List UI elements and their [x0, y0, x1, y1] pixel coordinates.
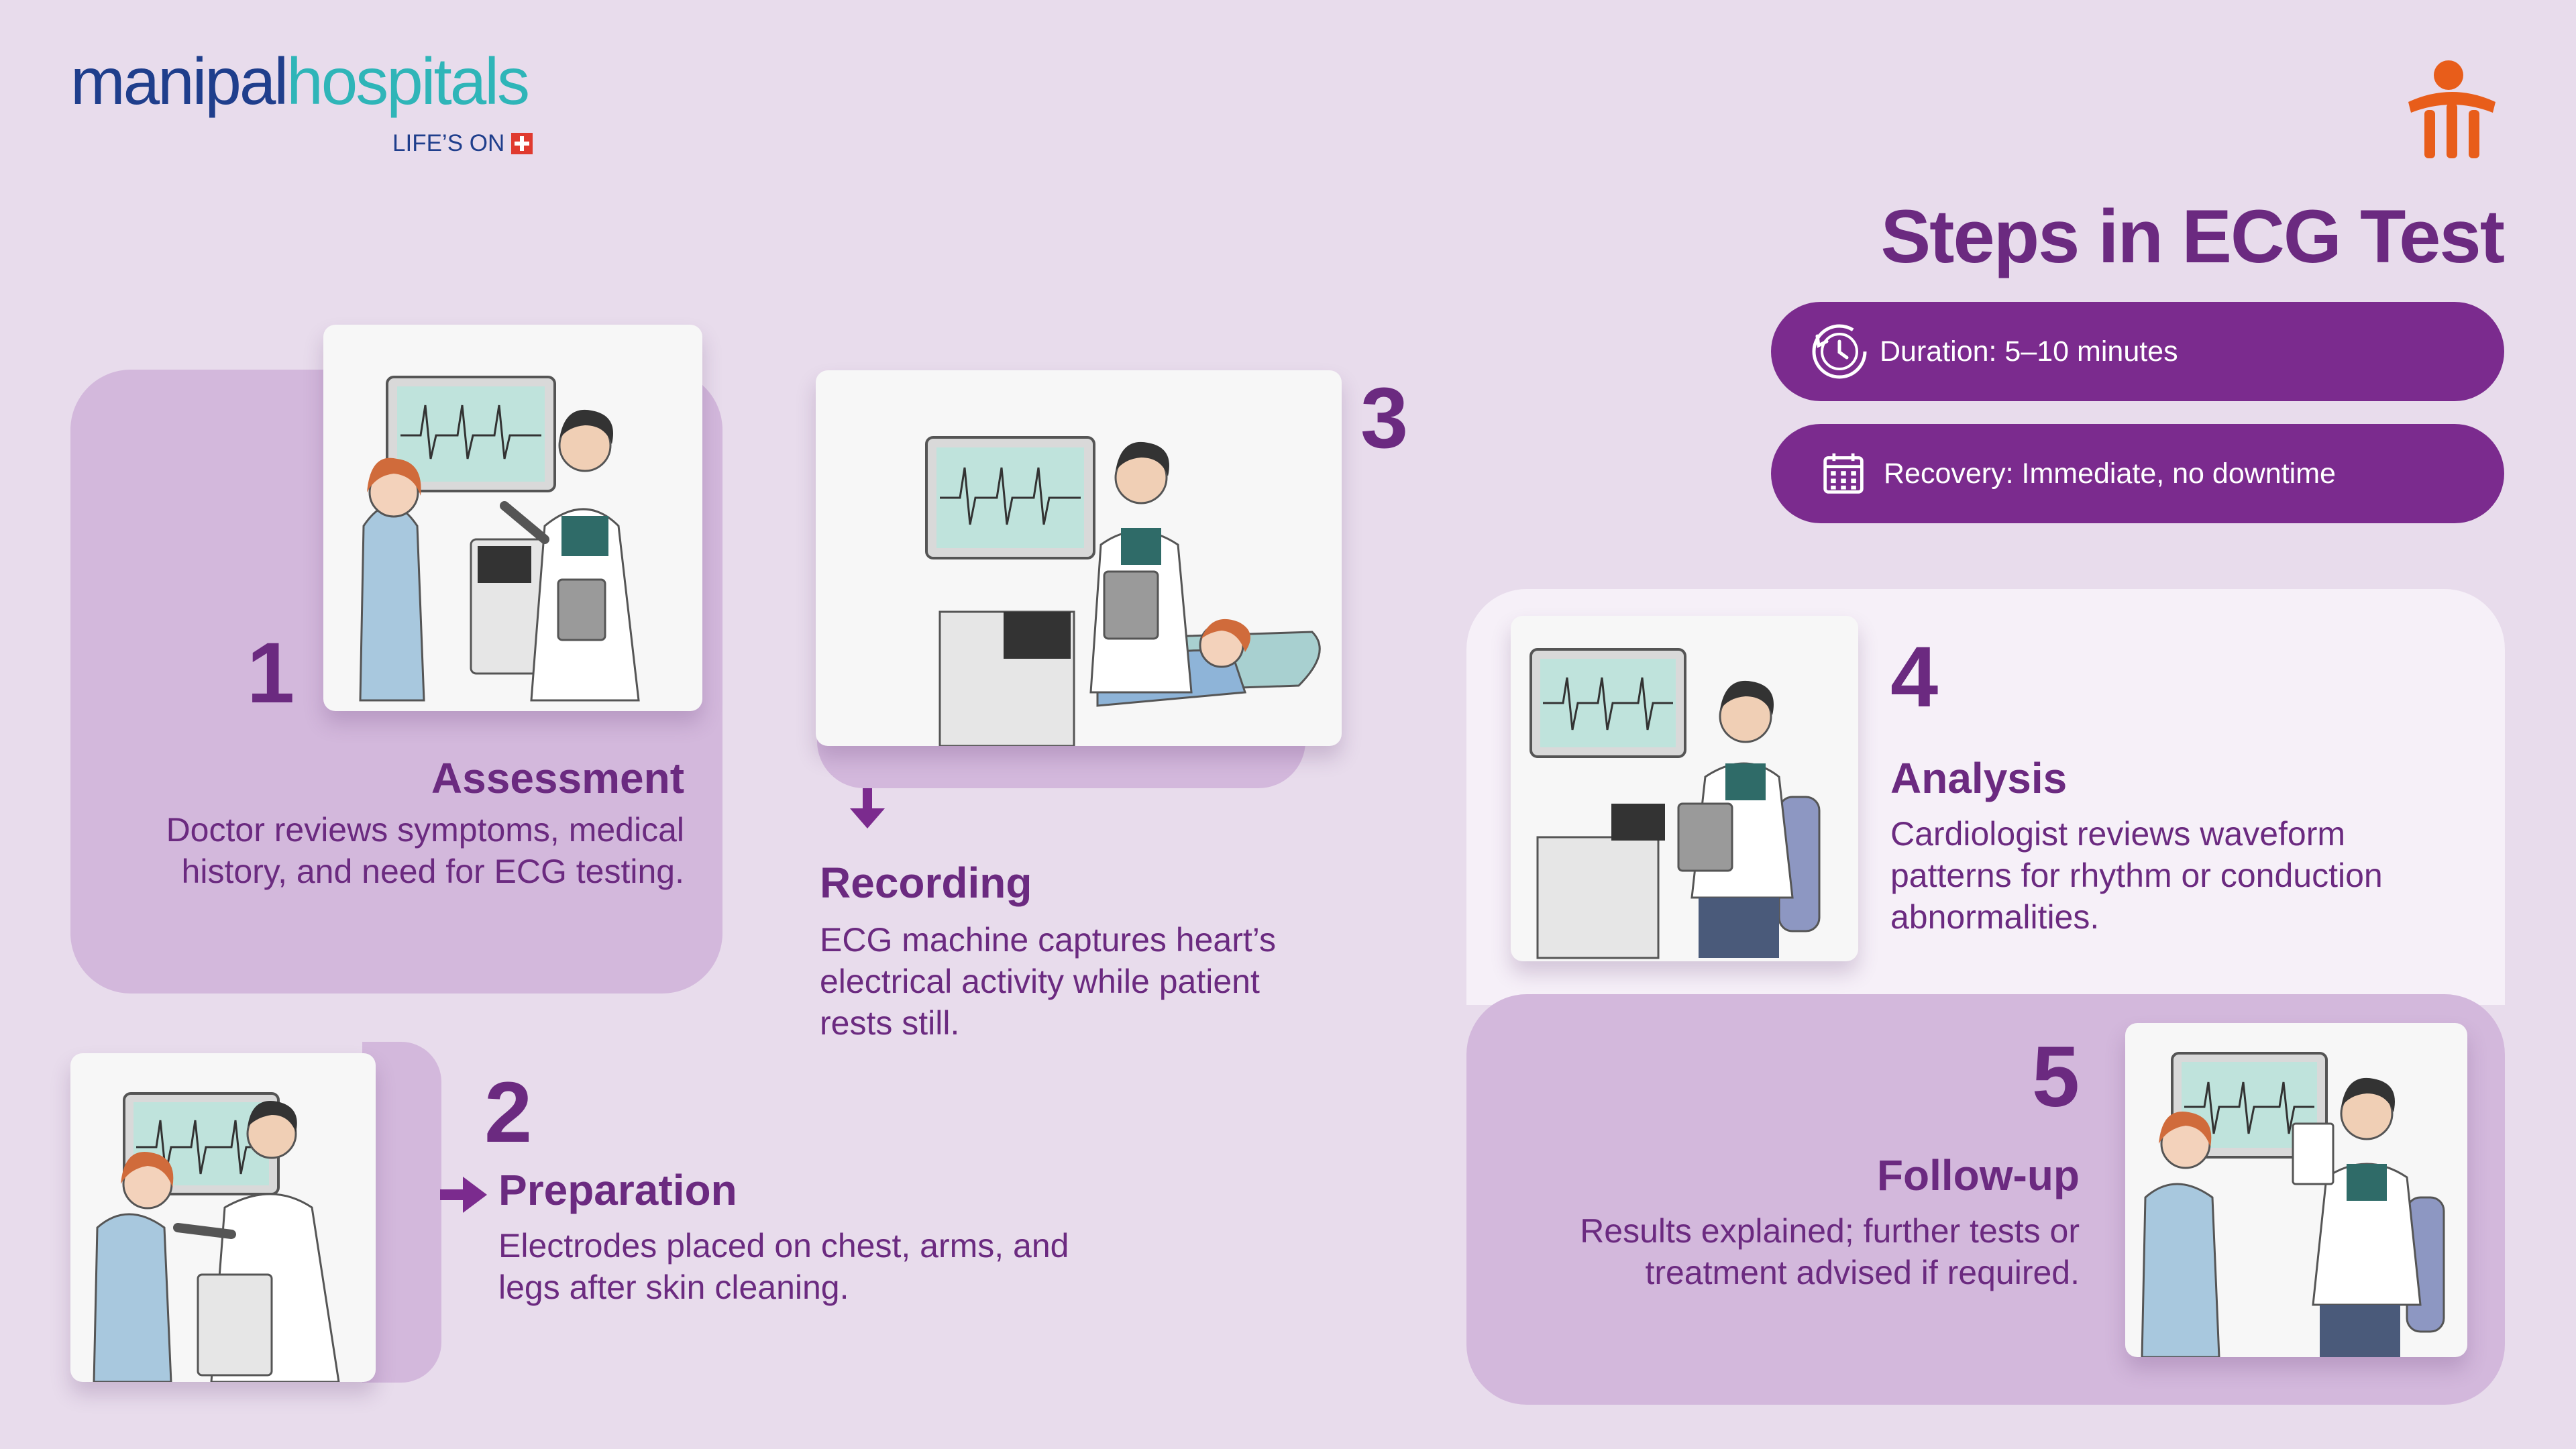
manipal-emblem-icon [2402, 55, 2502, 162]
brand-name-part2: hospitals [286, 44, 530, 118]
step-5-title: Follow-up [1876, 1151, 2080, 1199]
step-1-description: Doctor reviews symptoms, medical history… [166, 811, 684, 890]
step-3-number: 3 [1360, 370, 1409, 466]
step-2-title: Preparation [498, 1166, 737, 1214]
step-2-number: 2 [484, 1065, 533, 1161]
step-2-description: Electrodes placed on chest, arms, and le… [498, 1227, 1069, 1306]
step-1-number: 1 [247, 625, 295, 721]
analysis-illustration [1511, 616, 1858, 961]
brand-tagline: LIFE’S ON [392, 130, 533, 157]
step-4-number: 4 [1890, 629, 1939, 725]
step-4-description: Cardiologist reviews waveform patterns f… [1890, 815, 2383, 936]
duration-pill: Duration: 5–10 minutes [1771, 302, 2504, 401]
recovery-text: Recovery: Immediate, no downtime [1884, 457, 2336, 490]
right-arrow-icon [440, 1175, 488, 1218]
red-cross-icon [511, 133, 533, 154]
duration-text: Duration: 5–10 minutes [1880, 335, 2178, 368]
step-3-description: ECG machine captures heart’s electrical … [820, 921, 1276, 1042]
step-3-title: Recording [820, 859, 1032, 907]
down-arrow-icon [847, 788, 888, 839]
clock-icon [1809, 321, 1870, 382]
preparation-illustration [70, 1053, 376, 1382]
recording-illustration [816, 370, 1342, 746]
step-5-description: Results explained; further tests or trea… [1580, 1212, 2080, 1291]
recovery-pill: Recovery: Immediate, no downtime [1771, 424, 2504, 523]
page-title: Steps in ECG Test [1880, 195, 2505, 278]
step-4-title: Analysis [1890, 754, 2068, 802]
step-1-title: Assessment [431, 754, 684, 802]
brand-name-part1: manipal [70, 44, 288, 118]
brand-logo: manipalhospitals [70, 48, 530, 114]
calendar-icon [1813, 443, 1874, 504]
follow-up-illustration [2125, 1023, 2467, 1357]
step-5-number: 5 [2031, 1029, 2080, 1125]
tagline-text: LIFE’S ON [392, 130, 505, 156]
assessment-illustration [323, 325, 702, 711]
